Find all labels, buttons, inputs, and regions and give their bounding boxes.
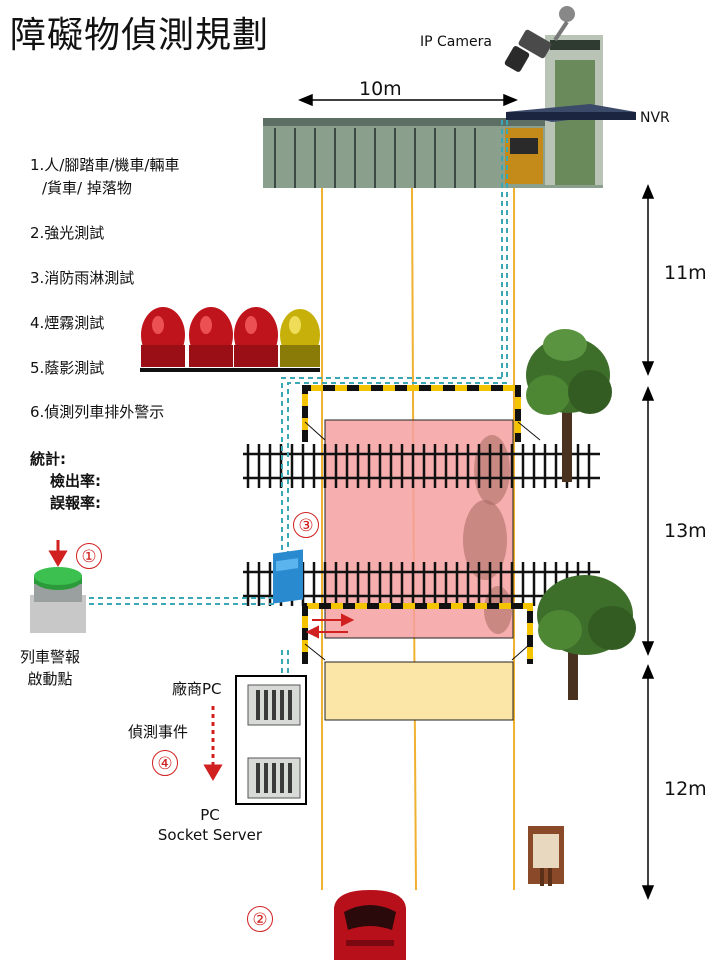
warning-lights [140,307,320,372]
step-3-marker: ③ [293,512,319,538]
ip-camera-icon [504,6,575,72]
socket-server-label-line1: PC [200,806,220,824]
crossing-barrier-bottom [302,603,533,664]
yellow-warning-zone [324,661,514,721]
vendor-pc-icon [247,684,301,726]
detector-arrows [305,613,355,639]
ip-camera-label: IP Camera [420,34,492,50]
railway-track-1 [243,444,600,488]
statistics-heading: 統計: [30,450,66,468]
segment1-dimension-label: 11m [664,262,707,284]
crossing-barrier-top [302,385,521,442]
step-2-marker: ② [247,906,273,932]
test-item-4: 4.煙霧測試 [30,314,105,332]
detection-rate-label: 檢出率: [50,472,101,490]
train-icon [334,890,406,960]
nvr-label: NVR [640,110,670,126]
test-item-3: 3.消防雨淋測試 [30,269,135,287]
alarm-push-button-icon [30,567,86,633]
alarm-button-label-line2: 啟動點 [27,670,73,688]
test-item-6: 6.偵測列車排外警示 [30,403,165,421]
segment2-dimension-label: 13m [664,520,707,542]
test-item-2: 2.強光測試 [30,224,105,242]
false-alarm-rate-label: 誤報率: [50,494,101,512]
test-item-1-cont: /貨車/ 掉落物 [42,179,132,197]
socket-server-pc-icon [247,757,301,799]
barrier-posts [304,421,541,661]
nvr-icon [506,104,636,122]
vertical-dimension-arrows [641,184,655,900]
detection-event-label: 偵測事件 [128,723,189,741]
step-4-marker: ④ [152,750,178,776]
test-item-5: 5.蔭影測試 [30,359,105,377]
width-dimension-label: 10m [359,78,402,100]
step-1-marker: ① [76,543,102,569]
page-title: 障礙物偵測規劃 [10,15,270,56]
alarm-button-label-line1: 列車警報 [19,648,80,666]
press-arrow-icon [48,540,68,567]
vendor-pc-label: 廠商PC [172,680,222,698]
station-gate-image [263,35,603,188]
socket-server-label-line2: Socket Server [157,826,263,844]
signboard-icon [528,826,564,886]
blue-detector-unit [273,549,303,604]
tree-icon [526,329,612,482]
event-flow-arrow [203,706,223,781]
segment3-dimension-label: 12m [664,778,707,800]
tree-icon [537,575,636,700]
test-item-1: 1.人/腳踏車/機車/輛車 [30,156,180,174]
width-dimension-arrow [298,93,518,107]
network-links [80,120,508,760]
